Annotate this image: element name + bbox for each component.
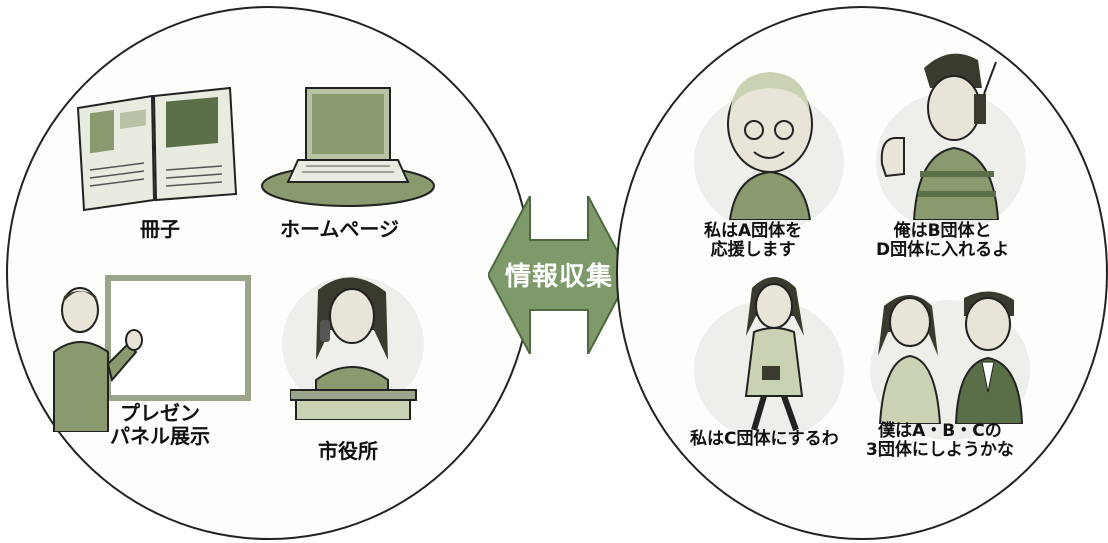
resident-opinions-circle: [616, 6, 1108, 540]
young-man-with-phone-icon: [880, 53, 1000, 220]
walking-woman-speech: 私はC団体にするわ: [690, 429, 839, 449]
booklet-icon: [76, 86, 238, 212]
presentation-panel-label: プレゼン パネル展示: [110, 401, 210, 448]
city-hall-receptionist-icon: [290, 277, 417, 420]
couple-speech: 僕はA・B・Cの 3団体にしようかな: [866, 421, 1014, 460]
elderly-man-icon: [727, 72, 813, 220]
young-man-speech: 俺はB団体と D団体に入れるよ: [876, 221, 1010, 260]
information-gathering-label: 情報収集: [504, 262, 613, 292]
elderly-man-speech: 私はA団体を 応援します: [704, 221, 803, 260]
laptop-icon: [261, 87, 435, 207]
information-sources-circle: [6, 6, 532, 540]
couple-icon: [878, 291, 1024, 424]
city-hall-label: 市役所: [318, 439, 378, 463]
information-gathering-arrow: 情報収集: [486, 195, 632, 355]
presentation-panel-icon: [53, 275, 251, 432]
homepage-label: ホームページ: [280, 217, 399, 241]
walking-woman-icon: [744, 277, 804, 431]
booklet-label: 冊子: [140, 217, 180, 241]
